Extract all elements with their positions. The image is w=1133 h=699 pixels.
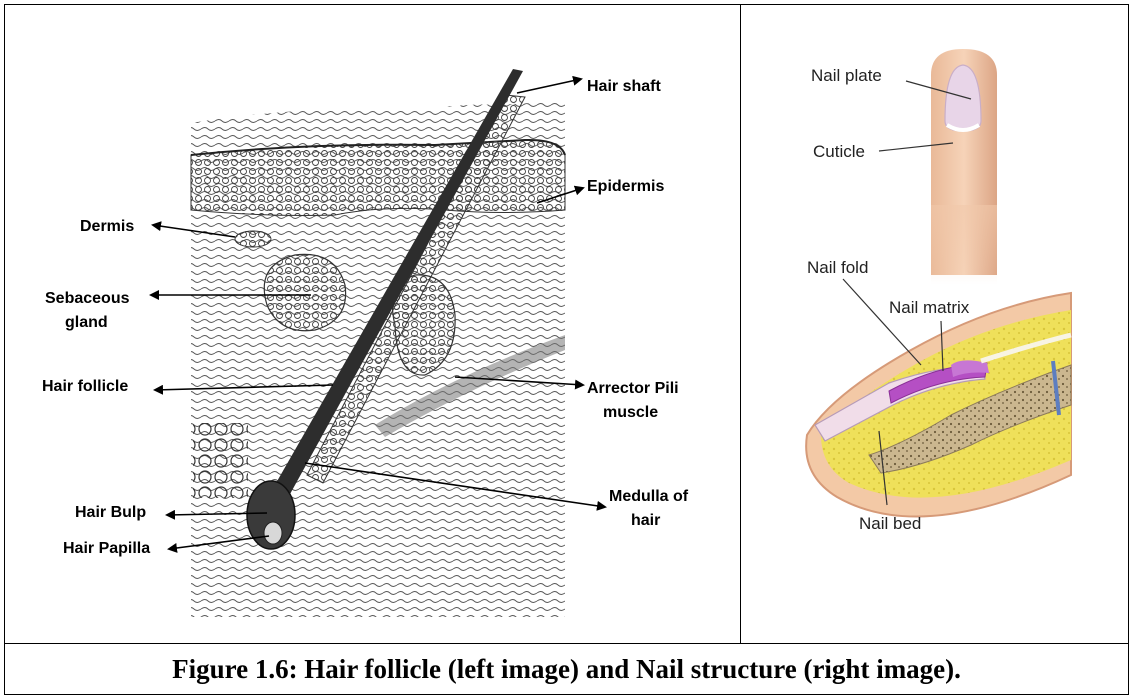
- label-sebaceous-2: gland: [65, 314, 108, 331]
- nail-cross-section: [806, 293, 1071, 517]
- label-nail-fold: Nail fold: [807, 258, 868, 277]
- label-nail-bed: Nail bed: [859, 514, 921, 533]
- label-arrector-2: muscle: [603, 404, 658, 421]
- nail-structure-panel: Nail plate Cuticle Nail fold Nail matrix…: [740, 4, 1129, 644]
- label-cuticle: Cuticle: [813, 142, 865, 161]
- label-hair-bulp: Hair Bulp: [75, 504, 146, 521]
- skin-tissue-block: [191, 69, 565, 617]
- label-hair-papilla: Hair Papilla: [63, 540, 150, 557]
- label-medulla-1: Medulla of: [609, 488, 689, 505]
- finger-illustration: [931, 49, 997, 285]
- label-hair-shaft: Hair shaft: [587, 78, 661, 95]
- label-dermis: Dermis: [80, 218, 134, 235]
- hair-follicle-diagram: Hair shaft Epidermis Dermis Sebaceous gl…: [5, 5, 742, 645]
- label-sebaceous-1: Sebaceous: [45, 290, 130, 307]
- label-epidermis: Epidermis: [587, 178, 664, 195]
- label-hair-follicle: Hair follicle: [42, 378, 128, 395]
- figure-caption-row: Figure 1.6: Hair follicle (left image) a…: [4, 643, 1129, 695]
- label-medulla-2: hair: [631, 512, 660, 529]
- label-nail-plate: Nail plate: [811, 66, 882, 85]
- nail-structure-diagram: Nail plate Cuticle Nail fold Nail matrix…: [741, 5, 1130, 645]
- hair-follicle-panel: Hair shaft Epidermis Dermis Sebaceous gl…: [4, 4, 741, 644]
- figure-caption: Figure 1.6: Hair follicle (left image) a…: [5, 654, 1128, 685]
- label-nail-matrix: Nail matrix: [889, 298, 970, 317]
- label-arrector-1: Arrector Pili: [587, 380, 679, 397]
